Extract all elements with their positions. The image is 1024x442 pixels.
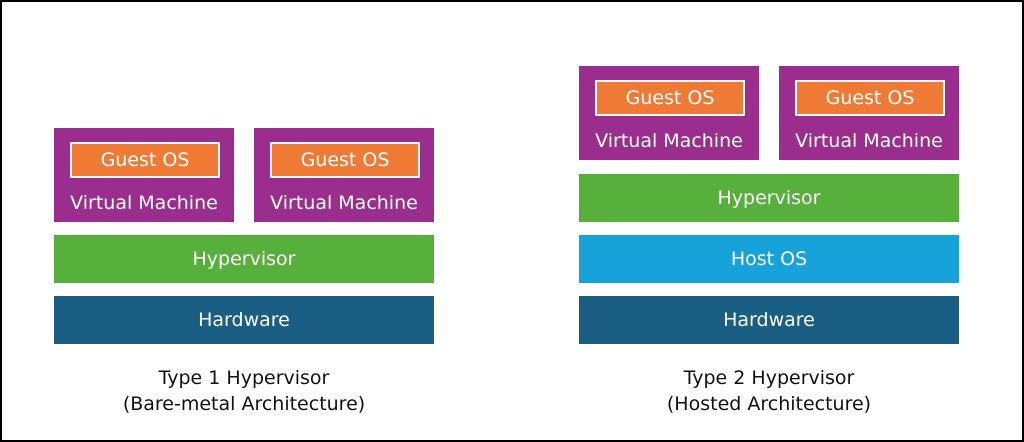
type1-vm-1-guest-os: Guest OS — [70, 142, 220, 178]
type2-host-os-layer: Host OS — [579, 235, 959, 283]
type2-vm-1-label: Virtual Machine — [595, 130, 743, 152]
type1-vm-2-guest-os: Guest OS — [270, 142, 420, 178]
type2-vm-2-label: Virtual Machine — [795, 130, 943, 152]
type2-caption: Type 2 Hypervisor (Hosted Architecture) — [579, 365, 959, 417]
type2-vm-2: Guest OS Virtual Machine — [779, 66, 959, 160]
type2-vm-1: Guest OS Virtual Machine — [579, 66, 759, 160]
type2-caption-title: Type 2 Hypervisor — [683, 367, 855, 389]
type1-hardware-layer: Hardware — [54, 296, 434, 344]
type2-vm-1-guest-os: Guest OS — [595, 80, 745, 116]
type2-hardware-layer: Hardware — [579, 296, 959, 344]
type1-caption-title: Type 1 Hypervisor — [158, 367, 330, 389]
type1-caption-subtitle: (Bare-metal Architecture) — [122, 393, 366, 415]
type1-vm-2: Guest OS Virtual Machine — [254, 128, 434, 222]
type1-vm-2-label: Virtual Machine — [270, 192, 418, 214]
type1-vm-1: Guest OS Virtual Machine — [54, 128, 234, 222]
type2-vm-2-guest-os: Guest OS — [795, 80, 945, 116]
type1-caption: Type 1 Hypervisor (Bare-metal Architectu… — [54, 365, 434, 417]
type2-caption-subtitle: (Hosted Architecture) — [666, 393, 872, 415]
type1-hypervisor-layer: Hypervisor — [54, 235, 434, 283]
type2-hypervisor-layer: Hypervisor — [579, 174, 959, 222]
type1-vm-1-label: Virtual Machine — [70, 192, 218, 214]
